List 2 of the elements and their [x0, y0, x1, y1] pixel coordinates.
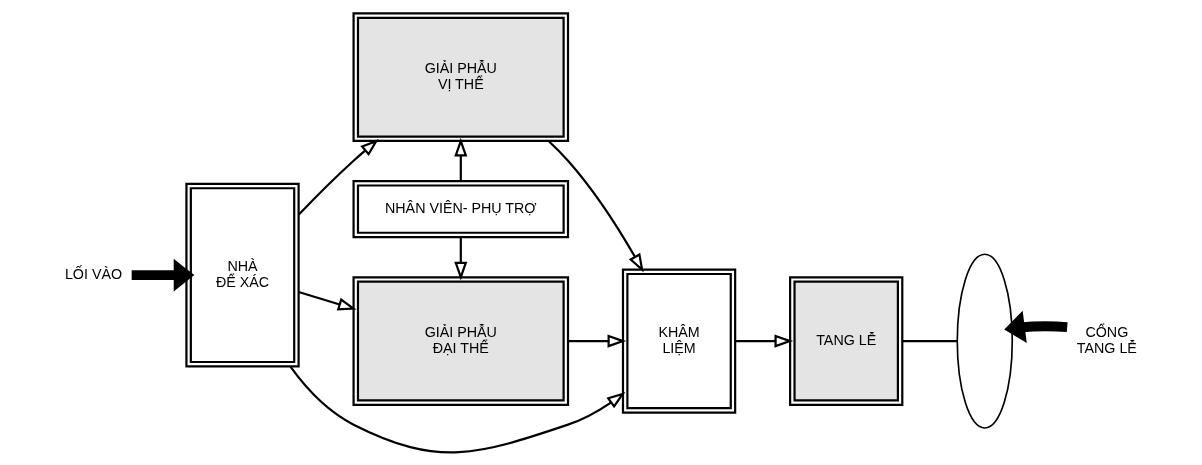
node-text: CỔNG TANG LỄ	[1076, 323, 1137, 356]
node-text: LỐI VÀO	[64, 265, 123, 282]
